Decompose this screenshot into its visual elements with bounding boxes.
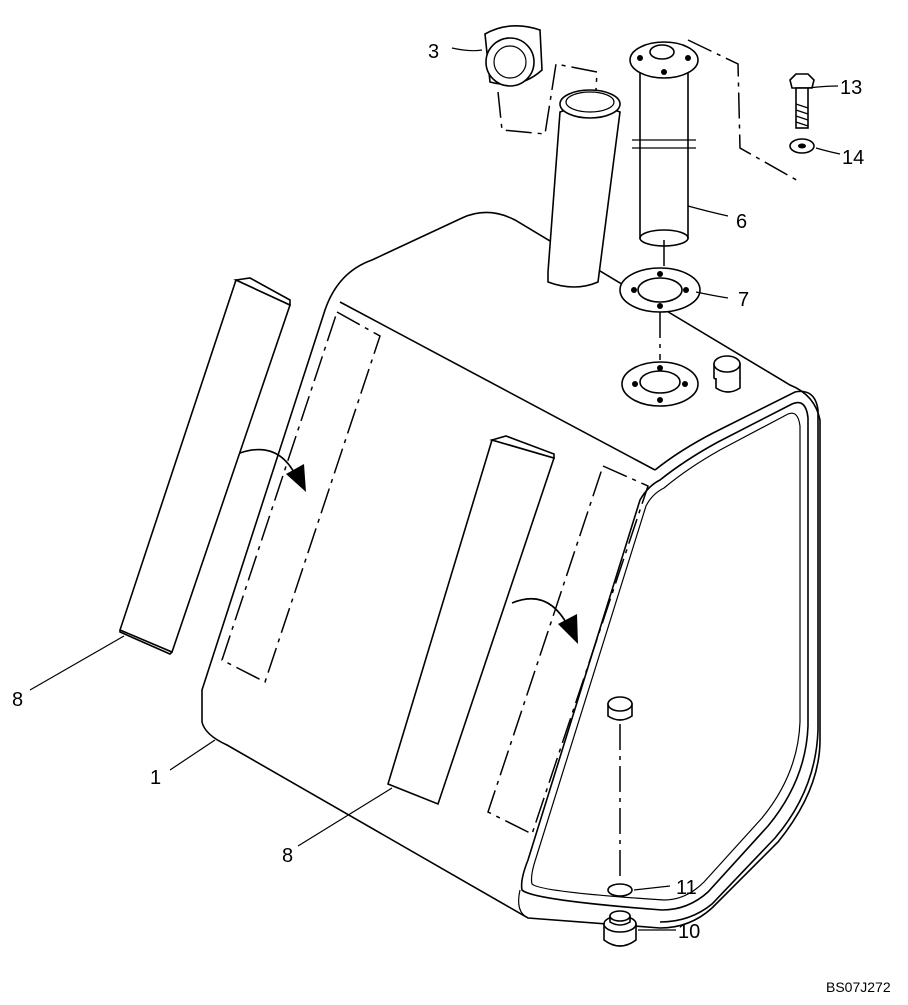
callout-8-right: 8 <box>282 845 293 867</box>
install-arrow-right <box>511 598 578 644</box>
callout-10: 10 <box>678 921 700 943</box>
foam-pad-right <box>387 435 556 806</box>
pad-location-left-outline <box>221 310 381 684</box>
washer <box>789 138 815 154</box>
leader-lines <box>29 47 841 931</box>
filler-neck <box>547 89 621 288</box>
filler-neck-cap <box>484 25 543 87</box>
foam-pad-left <box>119 277 291 655</box>
breather-plug <box>713 355 741 393</box>
callout-13: 13 <box>840 77 862 99</box>
drain-port-boss <box>607 696 633 721</box>
gasket <box>619 267 701 313</box>
o-ring <box>607 883 633 897</box>
bolt <box>789 73 815 129</box>
pad-location-right-outline <box>487 464 649 836</box>
callout-3: 3 <box>428 41 439 63</box>
fuel-tank <box>201 211 821 929</box>
callout-1: 1 <box>150 767 161 789</box>
callout-11: 11 <box>676 877 697 899</box>
callout-7: 7 <box>738 289 749 311</box>
sender-tube <box>629 41 699 247</box>
callout-14: 14 <box>842 147 864 169</box>
drain-plug <box>603 910 637 947</box>
tank-mounting-flange <box>621 361 699 407</box>
install-arrow-left <box>239 448 306 492</box>
callout-6: 6 <box>736 211 747 233</box>
drawing-code: BS07J272 <box>826 979 891 995</box>
callout-8-left: 8 <box>12 689 23 711</box>
